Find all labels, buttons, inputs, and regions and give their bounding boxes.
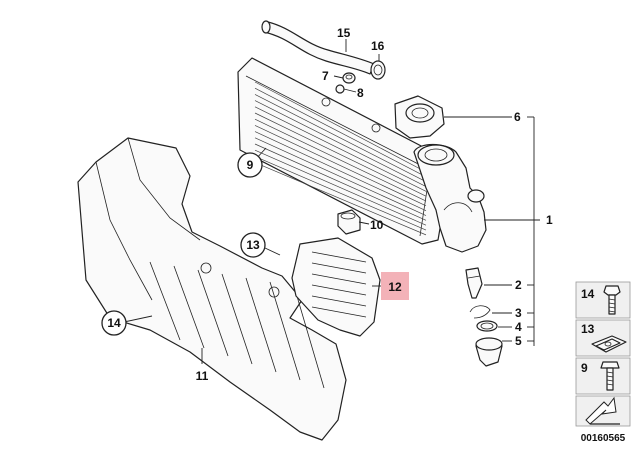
fins-stroke — [254, 87, 427, 178]
cover-fins-stroke — [311, 251, 367, 263]
cover-fins-stroke — [311, 295, 367, 307]
screw-icon — [600, 361, 620, 391]
cover-fins-stroke — [311, 306, 367, 318]
callout-9-circle — [237, 152, 263, 178]
callout-7: 7 — [322, 69, 329, 83]
radiator-part-9 — [237, 57, 453, 245]
callout-labels: 15 16 7 8 9 10 13 14 11 12 6 1 2 3 4 5 — [101, 26, 553, 383]
fins-stroke — [254, 156, 427, 231]
air-guide-vanes — [149, 261, 325, 389]
housing-part-1 — [413, 143, 487, 253]
cover-part-12 — [291, 237, 381, 337]
cap-part-5 — [475, 337, 503, 367]
callout-14: 14 — [107, 316, 121, 330]
callout-14-circle — [101, 310, 127, 336]
arrow-symbol-icon — [585, 396, 620, 425]
callout-12-highlight — [381, 272, 409, 300]
vanes-stroke — [149, 261, 181, 341]
vanes-stroke — [173, 265, 205, 349]
callout-6: 6 — [514, 110, 521, 124]
callout-12: 12 — [388, 280, 402, 294]
filler-neck-part-6 — [394, 95, 445, 139]
callout-9: 9 — [247, 158, 254, 172]
fins-stroke — [254, 112, 427, 197]
radiator-fins — [254, 81, 427, 236]
fins-stroke — [254, 131, 427, 212]
fins-stroke — [254, 125, 427, 207]
callout-2: 2 — [515, 278, 522, 292]
callout-13: 13 — [246, 238, 260, 252]
callout-5: 5 — [515, 334, 522, 348]
callout-10: 10 — [370, 218, 384, 232]
cover-fins — [311, 251, 367, 318]
vanes-stroke — [197, 269, 229, 357]
fins-stroke — [254, 162, 427, 236]
fins-stroke — [254, 137, 427, 216]
sensor-part-2 — [465, 267, 483, 299]
callout-16: 16 — [371, 39, 385, 53]
air-guide-part-11 — [77, 137, 347, 441]
fins-stroke — [254, 143, 427, 221]
callout-13-circle — [240, 232, 266, 258]
hose-part-15 — [261, 20, 375, 75]
vanes-stroke — [245, 277, 277, 373]
plug-part-8 — [335, 84, 345, 94]
legend-cell-14 — [575, 281, 631, 319]
callout-15: 15 — [337, 26, 351, 40]
legend-label-14: 14 — [581, 287, 595, 301]
mount-part-10 — [337, 209, 361, 235]
callout-11: 11 — [196, 369, 209, 383]
fins-stroke — [254, 149, 427, 226]
cover-fins-stroke — [311, 284, 367, 296]
clip-nut-icon — [591, 335, 627, 353]
vanes-stroke — [293, 285, 325, 389]
fins-stroke — [254, 100, 427, 187]
leader-lines — [123, 39, 540, 364]
callout-8: 8 — [357, 86, 364, 100]
cover-fins-stroke — [311, 273, 367, 285]
ring-part-4 — [476, 320, 498, 332]
callout-3: 3 — [515, 306, 522, 320]
vanes-stroke — [269, 281, 301, 381]
bolt-icon — [603, 285, 621, 315]
fins-stroke — [254, 81, 427, 173]
vanes-stroke — [221, 273, 253, 365]
legend-label-9: 9 — [581, 361, 588, 375]
callout-1: 1 — [546, 213, 553, 227]
clamp-part-16 — [370, 60, 386, 80]
hardware-legend: 14 13 9 00160565 — [575, 281, 631, 444]
plug-part-7 — [342, 72, 356, 84]
fins-stroke — [254, 106, 427, 192]
clip-part-3 — [469, 305, 491, 319]
cover-fins-stroke — [311, 262, 367, 274]
callout-4: 4 — [515, 320, 522, 334]
diagram-id: 00160565 — [581, 433, 626, 444]
fins-stroke — [254, 94, 427, 182]
legend-label-13: 13 — [581, 322, 595, 336]
fins-stroke — [254, 118, 427, 202]
